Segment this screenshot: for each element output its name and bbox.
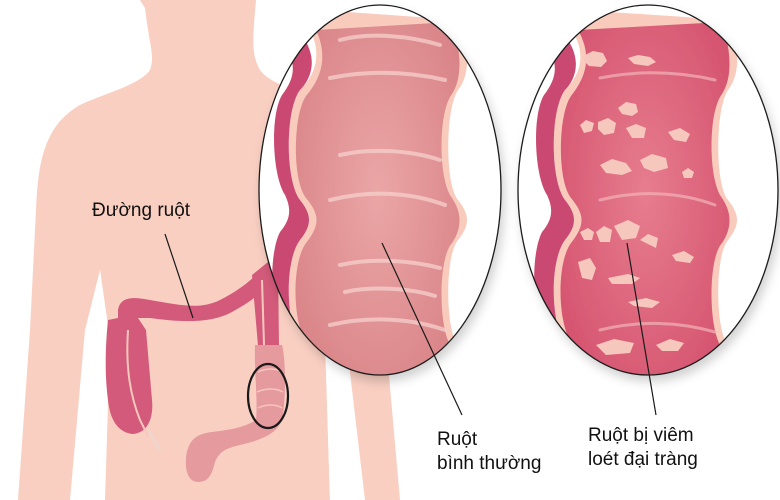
- normal-label-line1: Ruột: [437, 429, 478, 450]
- ulcer-leader-line: [626, 242, 657, 416]
- highlight-circle: [246, 362, 290, 430]
- normal-leader-line: [381, 242, 463, 416]
- colon-label: Đường ruột: [92, 200, 191, 221]
- normal-label-line2: bình thường: [437, 453, 542, 474]
- ulcer-patches: [578, 51, 694, 355]
- ulcerative-colon-magnified: [517, 4, 779, 376]
- ulcer-label-line1: Ruột bị viêm: [588, 425, 694, 446]
- colon-leader-line: [164, 233, 194, 319]
- ulcer-label-line2: loét đại tràng: [588, 449, 698, 470]
- normal-colon-magnified: [258, 4, 502, 376]
- colon-anatomy: [105, 262, 290, 482]
